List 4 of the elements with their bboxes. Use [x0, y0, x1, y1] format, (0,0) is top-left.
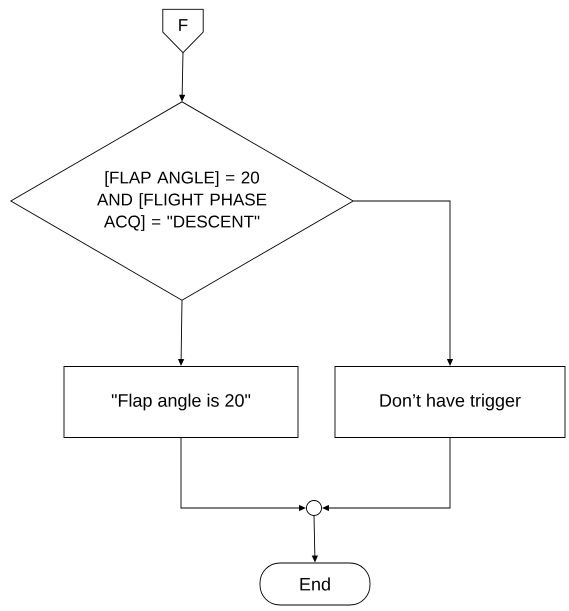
off-page-connector: F — [162, 8, 204, 54]
process-box: Don’t have trigger — [334, 366, 566, 438]
junction-circle — [306, 500, 322, 516]
process-box: "Flap angle is 20" — [64, 366, 298, 438]
